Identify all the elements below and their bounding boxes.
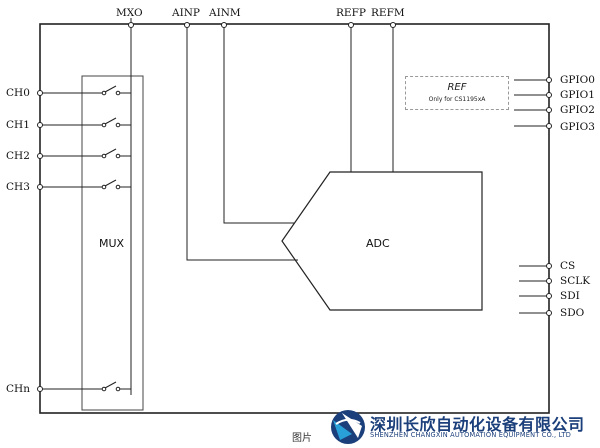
- channel-4-switch-blade: [104, 381, 117, 389]
- channel-1-switch-contact-b: [115, 122, 121, 128]
- gpio-group: [514, 77, 552, 129]
- refm-pin: [390, 22, 396, 28]
- gpio-label-1: GPIO1: [560, 89, 595, 101]
- image-caption: 图片: [292, 433, 312, 444]
- spi-label-sdo: SDO: [560, 307, 585, 319]
- input-label-ch0: CH0: [6, 87, 30, 99]
- mux-block: [81, 75, 144, 411]
- channel-3-pin: [37, 184, 43, 190]
- input-label-ch2: CH2: [6, 150, 30, 162]
- channel-0-switch-contact-b: [115, 90, 121, 96]
- spi-3-pin: [546, 310, 552, 316]
- refp-pin: [348, 22, 354, 28]
- spi-0-pin: [546, 263, 552, 269]
- ainp-wire: [186, 25, 298, 261]
- channel-4-pin: [37, 386, 43, 392]
- spi-label-sdi: SDI: [560, 290, 580, 302]
- company-logo-icon: [331, 410, 365, 444]
- spi-group: [519, 263, 552, 316]
- ref-title: REF: [447, 82, 467, 93]
- ainp-label: AINP: [172, 7, 200, 19]
- channel-group: [37, 85, 131, 392]
- gpio-label-3: GPIO3: [560, 121, 595, 133]
- mxo-pin: [128, 22, 134, 28]
- channel-1-switch-contact-a: [101, 122, 107, 128]
- spi-1-pin: [546, 278, 552, 284]
- company-name-en: SHENZHEN CHANGXIN AUTOMATION EQUIPMENT C…: [370, 431, 572, 439]
- gpio-label-2: GPIO2: [560, 104, 595, 116]
- channel-1-switch-blade: [104, 117, 117, 125]
- ainm-pin: [221, 22, 227, 28]
- spi-2-pin: [546, 293, 552, 299]
- channel-2-switch-contact-a: [101, 153, 107, 159]
- ref-note: Only for CS1195xA: [428, 96, 486, 103]
- ainm-wire: [223, 25, 295, 224]
- channel-3-switch-contact-a: [101, 184, 107, 190]
- channel-0-pin: [37, 90, 43, 96]
- channel-0-switch-blade: [104, 85, 117, 93]
- chip-outline: [39, 23, 550, 414]
- adc-label: ADC: [366, 237, 390, 250]
- channel-3-switch-blade: [104, 179, 117, 187]
- mux-label: MUX: [99, 237, 125, 250]
- refm-label: REFM: [371, 7, 405, 19]
- ainm-label: AINM: [209, 7, 241, 19]
- channel-0-switch-contact-a: [101, 90, 107, 96]
- channel-1-pin: [37, 122, 43, 128]
- channel-4-switch-contact-a: [101, 386, 107, 392]
- gpio-2-pin: [546, 107, 552, 113]
- input-label-ch3: CH3: [6, 181, 30, 193]
- mxo-label: MXO: [116, 7, 143, 19]
- channel-2-pin: [37, 153, 43, 159]
- company-name-cn: 深圳长欣自动化设备有限公司: [370, 415, 585, 434]
- channel-3-switch-contact-b: [115, 184, 121, 190]
- refp-label: REFP: [336, 7, 366, 19]
- spi-label-cs: CS: [560, 260, 576, 272]
- ref-block: REF Only for CS1195xA: [405, 76, 509, 110]
- channel-2-switch-blade: [104, 148, 117, 156]
- channel-2-switch-contact-b: [115, 153, 121, 159]
- gpio-1-pin: [546, 92, 552, 98]
- gpio-0-pin: [546, 77, 552, 83]
- input-label-ch1: CH1: [6, 119, 30, 131]
- input-label-chn: CHn: [6, 383, 30, 395]
- adc-block: [281, 171, 483, 311]
- gpio-3-pin: [546, 123, 552, 129]
- spi-label-sclk: SCLK: [560, 275, 591, 287]
- ainp-pin: [184, 22, 190, 28]
- channel-4-switch-contact-b: [115, 386, 121, 392]
- gpio-label-0: GPIO0: [560, 74, 595, 86]
